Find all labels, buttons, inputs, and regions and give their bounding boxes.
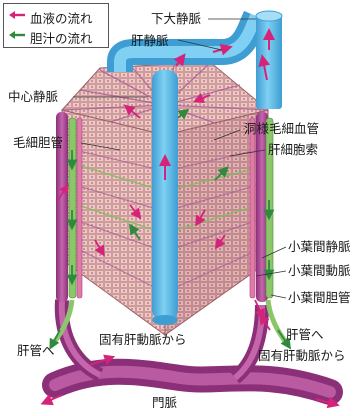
label-to-hepatic-duct-right: 肝管へ [286, 328, 324, 342]
legend-row-bile: 胆汁の流れ [8, 27, 108, 45]
label-to-hepatic-duct-left: 肝管へ [17, 344, 55, 358]
label-interlobular-bile-duct: 小葉間胆管 [288, 291, 351, 305]
label-sinusoid: 洞様毛細血管 [244, 122, 319, 136]
label-from-hepatic-artery-right: 固有肝動脈から [258, 349, 346, 363]
label-from-hepatic-artery-center: 固有肝動脈から [99, 333, 187, 347]
inferior-vena-cava [256, 11, 282, 109]
label-portal-vein: 門脈 [152, 396, 177, 410]
green-arrow-icon [8, 29, 26, 41]
legend-bile-label: 胆汁の流れ [30, 28, 93, 47]
label-inferior-vena-cava: 下大静脈 [151, 12, 201, 26]
legend: 血液の流れ 胆汁の流れ [3, 3, 109, 48]
label-central-vein: 中心静脈 [8, 90, 58, 104]
label-bile-canaliculus: 毛細胆管 [13, 136, 63, 150]
legend-row-blood: 血液の流れ [8, 7, 108, 25]
central-vein [152, 70, 178, 325]
label-hepatic-vein: 肝静脈 [131, 34, 169, 48]
label-hepatic-cord: 肝細胞索 [268, 143, 318, 157]
label-interlobular-vein: 小葉間静脈 [288, 240, 351, 254]
legend-blood-label: 血液の流れ [30, 8, 93, 27]
pink-arrow-icon [8, 9, 26, 21]
label-interlobular-artery: 小葉間動脈 [288, 264, 351, 278]
